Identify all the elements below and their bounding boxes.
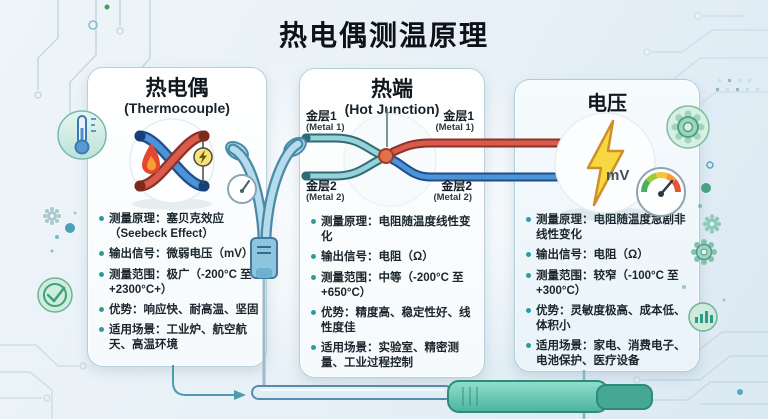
card-hot-junction: 热端 (Hot Junction) 测量原理：电阻随温度线性变化 输出信号：电阻…: [299, 68, 485, 378]
voltage-unit-label: mV: [606, 167, 630, 184]
bullet-item: 输出信号：微弱电压（mV）: [99, 247, 259, 262]
bullet-item: 测量范围：较窄（-100°C 至 +300°C）: [526, 269, 692, 299]
bullet-item: 适用场景：家电、消费电子、电池保护、医疗设备: [526, 339, 692, 369]
decor-dot-grid: [716, 79, 759, 91]
junction-label-left-top: 金层1 (Metal 1): [306, 110, 345, 133]
bullet-dot: [99, 271, 104, 277]
bullet-item: 适用场景：实验室、精密测量、工业过程控制: [311, 341, 477, 371]
bullet-item: 测量原理：电阻随温度急剧非线性变化: [526, 213, 692, 243]
bullet-text: 测量范围：较窄（-100°C 至 +300°C）: [536, 269, 679, 297]
card-voltage-bullets: 测量原理：电阻随温度急剧非线性变化 输出信号：电阻（Ω） 测量范围：较窄（-10…: [526, 213, 692, 375]
bullet-text: 优势：精度高、稳定性好、线性度佳: [321, 306, 471, 335]
card-hot-junction-bullets: 测量原理：电阻随温度线性变化 输出信号：电阻（Ω） 测量范围：中等（-200°C…: [311, 215, 477, 377]
bullet-dot: [526, 343, 531, 349]
bullet-text: 输出信号：电阻（Ω）: [536, 249, 649, 262]
junction-label-cn: 金层1: [306, 109, 337, 123]
bullet-dot: [311, 309, 316, 315]
bullet-text: 输出信号：电阻（Ω）: [321, 251, 434, 264]
bullet-dot: [311, 254, 316, 260]
junction-label-en: (Metal 2): [306, 191, 345, 203]
junction-label-en: (Metal 2): [433, 191, 472, 203]
page-title: 热电偶测温原理: [278, 20, 489, 51]
card-voltage-title: 电压: [587, 93, 627, 115]
bullet-text: 适用场景：实验室、精密测量、工业过程控制: [321, 342, 459, 370]
card-thermocouple-subtitle: (Thermocouple): [124, 100, 230, 117]
bullet-item: 优势：灵敏度极高、成本低、体积小: [526, 304, 692, 334]
bullet-dot: [526, 307, 531, 313]
gear-icon-small-right-1: [702, 214, 722, 234]
card-thermocouple-bullets: 测量原理：塞贝克效应（Seebeck Effect） 输出信号：微弱电压（mV）…: [99, 212, 259, 358]
bullet-dot: [99, 327, 104, 333]
bullet-text: 优势：灵敏度极高、成本低、体积小: [536, 304, 686, 333]
bullet-text: 测量原理：电阻随温度急剧非线性变化: [536, 214, 686, 242]
bullet-item: 输出信号：电阻（Ω）: [311, 250, 477, 265]
bullet-dot: [311, 345, 316, 351]
bullet-item: 测量原理：电阻随温度线性变化: [311, 215, 477, 245]
junction-label-cn: 金层2: [306, 179, 337, 193]
bullet-dot: [526, 252, 531, 258]
bullet-item: 测量原理：塞贝克效应（Seebeck Effect）: [99, 212, 259, 242]
bullet-text: 测量原理：塞贝克效应（Seebeck Effect）: [109, 213, 224, 241]
card-thermocouple: 热电偶 (Thermocouple) 测量原理：塞贝克效应（Seebeck Ef…: [87, 67, 267, 367]
junction-label-right-top: 金层1 (Metal 1): [428, 110, 474, 133]
junction-label-right-bottom: 金层2 (Metal 2): [426, 180, 472, 203]
gear-icon-small-left: [43, 207, 61, 225]
bullet-dot: [99, 251, 104, 257]
bullet-text: 优势：响应快、耐高温、坚固: [109, 303, 259, 316]
bullet-text: 测量范围：极广（-200°C 至 +2300°C+）: [109, 268, 252, 296]
bullet-item: 优势：精度高、稳定性好、线性度佳: [311, 306, 477, 336]
bullet-text: 测量原理：电阻随温度线性变化: [321, 216, 471, 244]
junction-label-cn: 金层2: [441, 179, 472, 193]
bullet-text: 输出信号：微弱电压（mV）: [109, 248, 254, 261]
bullet-dot: [99, 306, 104, 312]
cable-and-plug-illustration: [251, 380, 653, 413]
card-thermocouple-title: 热电偶: [145, 77, 209, 100]
bullet-item: 输出信号：电阻（Ω）: [526, 248, 692, 263]
junction-label-en: (Metal 1): [306, 121, 345, 133]
check-badge-icon: [37, 277, 73, 313]
bullet-dot: [526, 272, 531, 278]
bullet-dot: [526, 217, 531, 222]
bullet-dot: [311, 274, 316, 280]
bullet-item: 测量范围：极广（-200°C 至 +2300°C+）: [99, 268, 259, 298]
bullet-item: 优势：响应快、耐高温、坚固: [99, 303, 259, 318]
bullet-item: 适用场景：工业炉、航空航天、高温环境: [99, 323, 259, 353]
junction-label-left-bottom: 金层2 (Metal 2): [306, 180, 345, 203]
bullet-item: 测量范围：中等（-200°C 至 +650°C）: [311, 271, 477, 301]
card-voltage: 电压 测量原理：电阻随温度急剧非线性变化 输出信号：电阻（Ω） 测量范围：较窄（…: [514, 79, 700, 372]
junction-label-en: (Metal 1): [435, 121, 474, 133]
bullet-text: 测量范围：中等（-200°C 至 +650°C）: [321, 271, 464, 299]
decor-dot-green: [104, 4, 110, 10]
bullet-text: 适用场景：家电、消费电子、电池保护、医疗设备: [536, 340, 686, 368]
junction-label-cn: 金层1: [443, 109, 474, 123]
bullet-dot: [99, 216, 104, 221]
bullet-dot: [311, 219, 316, 224]
card-hot-junction-title: 热端: [371, 78, 413, 101]
bullet-text: 适用场景：工业炉、航空航天、高温环境: [109, 324, 247, 352]
